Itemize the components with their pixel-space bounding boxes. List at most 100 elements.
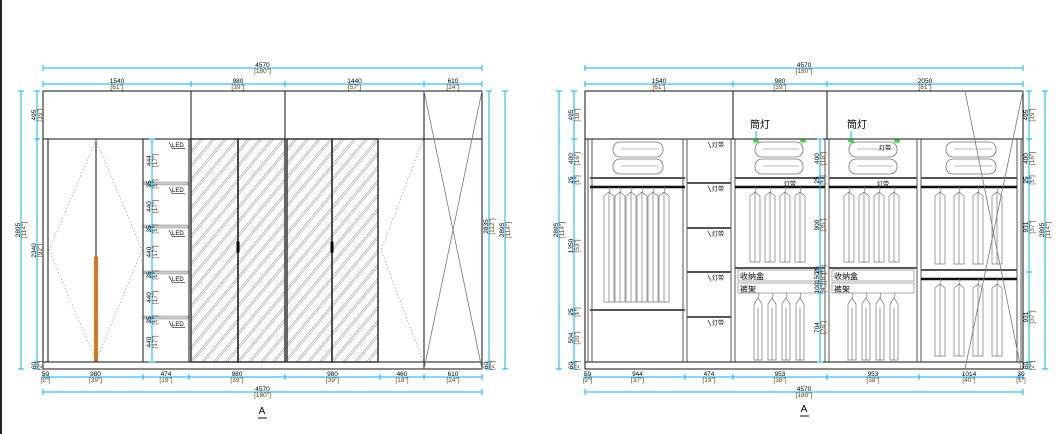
folded-towel-icon (612, 141, 664, 158)
shirt-icon (991, 278, 1003, 357)
dimension-mm: 2050 (918, 78, 933, 85)
light-strip-label: 灯带 (877, 180, 889, 188)
dimension-mm: 4570 (797, 386, 812, 393)
dimension-mm: 980 (775, 78, 786, 85)
dimension-inch: [19"] (702, 377, 715, 384)
led-label: LED (172, 277, 184, 283)
door-pull (330, 241, 334, 253)
dimension-inch: [114"] (559, 222, 566, 238)
shirt-icon (658, 186, 670, 303)
dimension-inch: [1"] (152, 270, 159, 280)
shirt-icon (972, 278, 984, 357)
dimension-mm: 444 (146, 155, 153, 166)
pants-icon (847, 292, 857, 361)
dimension-inch: [17"] (152, 245, 159, 258)
pants-icon (753, 292, 763, 361)
dimension-inch: [39"] (89, 377, 102, 384)
dimension-inch: [17"] (152, 154, 159, 167)
shirt-icon (972, 186, 984, 265)
dimension-mm: 25 (1023, 176, 1030, 184)
dimension-mm: 35 (146, 180, 153, 188)
dimension-mm: 2895 (15, 222, 22, 237)
light-strip-leader (707, 230, 712, 238)
dimension-inch: [180"] (254, 392, 271, 399)
shirt-icon (843, 186, 855, 263)
dimension-mm: 980 (90, 371, 101, 378)
dimension-inch: [16"] (574, 152, 581, 165)
dimension-inch: [39"] (773, 84, 786, 91)
dimension-mm: 610 (448, 371, 459, 378)
dimension-inch: [2"] (583, 377, 593, 384)
dimension-mm: 2835 (483, 219, 490, 234)
dimension-inch: [1"] (574, 175, 581, 185)
dimension-mm: 1440 (347, 78, 362, 85)
downlight-label: 筒灯 (847, 118, 867, 131)
dimension-inch: [61"] (110, 84, 123, 91)
dimension-inch: [24"] (446, 84, 459, 91)
dimension-inch: [39"] (230, 377, 243, 384)
storage-box-label: 收纳盒 (834, 271, 858, 281)
light-strip-label: 灯带 (879, 144, 891, 152)
shirt-icon (953, 278, 965, 357)
led-leader (168, 186, 173, 194)
dimension-mm: 1350 (568, 238, 575, 253)
dimension-mm: 100 (814, 282, 821, 293)
dimension-inch: [180"] (254, 68, 271, 75)
shirt-icon (991, 186, 1003, 265)
dimension-inch: [1"] (152, 179, 159, 189)
trouser-rack (737, 282, 823, 294)
dimension-mm: 2340 (31, 243, 38, 258)
dimension-mm: 35 (146, 271, 153, 279)
dimension-mm: 1540 (110, 78, 125, 85)
dimension-inch: [37"] (1029, 310, 1036, 323)
dimension-mm: 704 (814, 322, 821, 333)
downlight-label: 筒灯 (750, 118, 770, 131)
led-leader (168, 320, 173, 328)
dimension-inch: [53"] (574, 239, 581, 252)
light-strip-leader (707, 141, 712, 149)
light-strip-label: 灯带 (712, 319, 724, 327)
downlight-icon (894, 139, 900, 143)
dimension-mm: 50 (42, 371, 50, 378)
shirt-icon (858, 186, 870, 263)
shirt-icon (603, 186, 615, 303)
shirt-icon (749, 186, 761, 263)
dimension-mm: 474 (161, 371, 172, 378)
dimension-mm: 4570 (255, 386, 270, 393)
dimension-mm: 35 (146, 316, 153, 324)
pants-icon (795, 292, 805, 361)
dimension-mm: 953 (868, 371, 879, 378)
door-pull (236, 241, 240, 253)
dimension-inch: [2"] (37, 361, 44, 371)
shelf (143, 270, 189, 275)
dimension-mm: 35 (146, 225, 153, 233)
pants-icon (767, 292, 777, 361)
folded-towel-icon (945, 158, 997, 175)
dimension-mm: 980 (327, 371, 338, 378)
dimension-inch: [180"] (796, 68, 813, 75)
shirt-icon (764, 186, 776, 263)
dimension-inch: [24"] (446, 377, 459, 384)
shelf (143, 315, 189, 320)
glass-door-panel (331, 138, 379, 363)
dimension-inch: [28"] (820, 321, 827, 334)
dimension-inch: [19"] (574, 108, 581, 121)
dimension-mm: 50 (584, 371, 592, 378)
light-strip-label: 灯带 (712, 141, 724, 149)
dimension-mm: 931 (1023, 311, 1030, 322)
dimension-mm: 944 (632, 371, 643, 378)
glass-door-panel (286, 138, 333, 363)
dimension-mm: 980 (232, 371, 243, 378)
dimension-inch: [19"] (159, 377, 172, 384)
dimension-inch: [35"] (820, 218, 827, 231)
dimension-mm: 1014 (962, 371, 977, 378)
dimension-mm: 495 (568, 109, 575, 120)
view-label: A (801, 404, 808, 415)
shelf (143, 224, 189, 229)
dimension-mm: 2895 (499, 222, 506, 237)
dimension-inch: [2"] (1029, 361, 1036, 371)
shirt-icon (873, 186, 885, 263)
dimension-inch: [114"] (505, 222, 512, 238)
